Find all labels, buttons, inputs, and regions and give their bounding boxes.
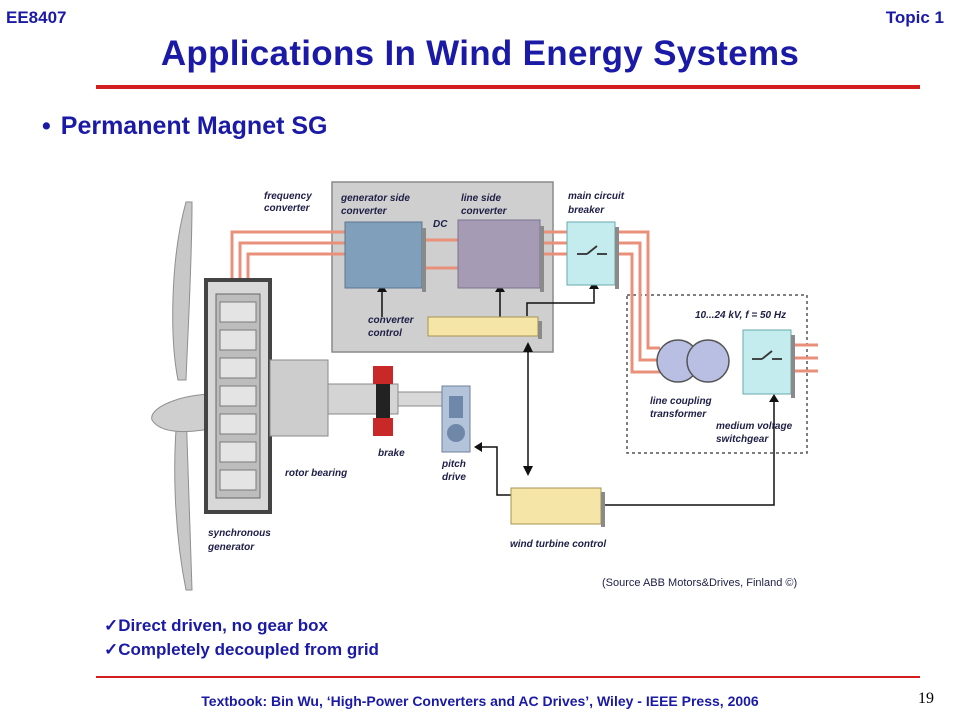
wind-turbine-control-box xyxy=(510,487,602,525)
checklist-text: Completely decoupled from grid xyxy=(118,640,379,659)
switchgear-switch-icon xyxy=(752,350,782,360)
label-brake: brake xyxy=(378,448,405,459)
page-number: 19 xyxy=(918,690,934,707)
power-lines xyxy=(230,230,818,374)
label-rotor-bearing: rotor bearing xyxy=(285,468,347,479)
label-dc: DC xyxy=(433,219,448,230)
brake-caliper-icon xyxy=(373,418,393,436)
transformer-coil-icon xyxy=(686,339,730,383)
medium-voltage-switchgear-box xyxy=(742,329,792,395)
brake-caliper-icon xyxy=(373,366,393,384)
grid-connection-box xyxy=(626,294,808,454)
bullet-item: • Permanent Magnet SG xyxy=(42,112,328,141)
checkmark-icon: ✓ xyxy=(104,640,119,659)
converter-control-box xyxy=(427,316,539,337)
rotor-hub-icon xyxy=(151,393,217,433)
checkmark-icon: ✓ xyxy=(104,616,119,635)
breaker-switch-icon xyxy=(577,245,607,255)
checklist-item: ✓Direct driven, no gear box xyxy=(104,616,328,636)
footer-rule xyxy=(96,676,920,678)
generator-side-converter-box xyxy=(344,221,423,289)
line-side-converter-box xyxy=(457,219,541,289)
checklist-text: Direct driven, no gear box xyxy=(118,616,328,635)
source-credit: (Source ABB Motors&Drives, Finland ©) xyxy=(602,577,797,589)
turbine-mechanics xyxy=(151,201,471,591)
pitch-drive-icon xyxy=(441,385,471,453)
checklist-item: ✓Completely decoupled from grid xyxy=(104,640,379,660)
label-wind-turbine-control: wind turbine control xyxy=(510,539,606,550)
main-circuit-breaker-box xyxy=(566,221,616,286)
bullet-dot-icon: • xyxy=(42,112,51,140)
slide-title: Applications In Wind Energy Systems xyxy=(160,34,800,73)
label-voltage-spec: 10...24 kV, f = 50 Hz xyxy=(695,310,786,321)
title-underline xyxy=(96,85,920,89)
signal-lines xyxy=(381,285,775,506)
bullet-text: Permanent Magnet SG xyxy=(60,112,328,140)
course-code: EE8407 xyxy=(6,8,67,27)
footer-citation: Textbook: Bin Wu, ‘High-Power Converters… xyxy=(201,693,759,709)
topic-label: Topic 1 xyxy=(885,8,944,27)
